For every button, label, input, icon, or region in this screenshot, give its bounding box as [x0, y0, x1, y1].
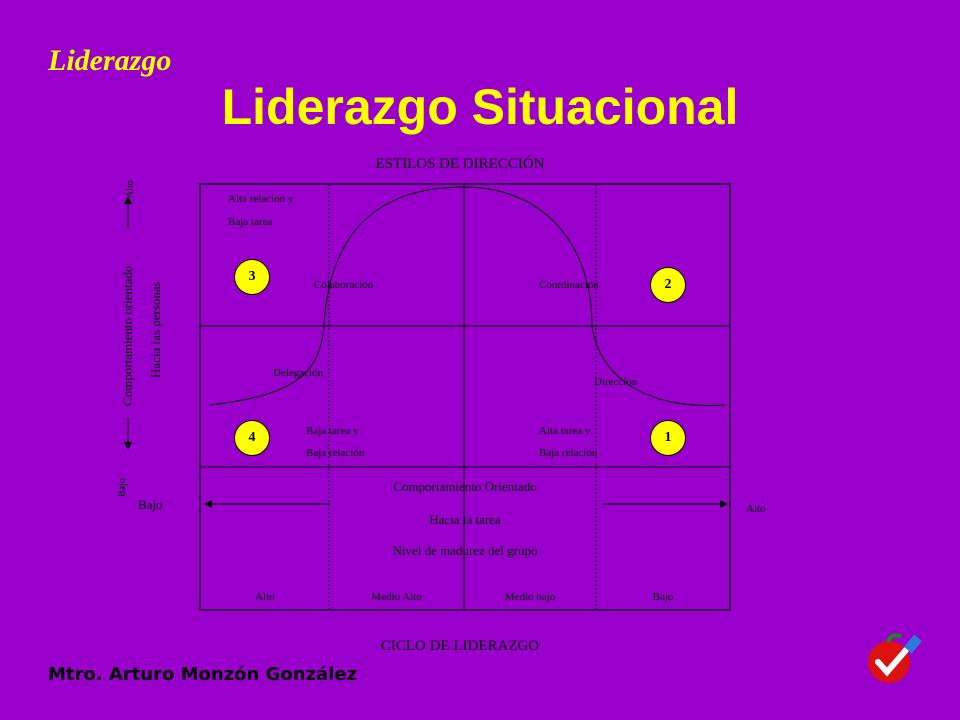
- left-axis-alto: Alto: [125, 180, 136, 198]
- badge-3: 3: [234, 259, 270, 295]
- maturity-level-4: Bajo: [652, 591, 674, 603]
- q1-label: Dirección: [594, 376, 638, 388]
- q2-label: Coordinación: [539, 279, 599, 291]
- q1-text-2: Baja relación: [539, 447, 598, 459]
- section-header: Liderazgo: [48, 44, 172, 77]
- q3-label: Colaboración: [314, 279, 374, 291]
- leadership-curve-left: [209, 325, 325, 406]
- q1-text-1: Alta tarea y: [539, 425, 591, 437]
- bottom-axis-line3: Nivel de madurez del grupo: [392, 543, 538, 558]
- bottom-axis-alto: Alto: [746, 503, 766, 515]
- badge-2: 2: [650, 267, 686, 303]
- maturity-level-2: Medio Alto: [371, 591, 422, 603]
- badge-4: 4: [234, 420, 270, 456]
- q3-text-2: Baja tarea: [228, 216, 273, 228]
- bottom-axis-line2: Hacia la tarea: [429, 512, 501, 527]
- q4-text-1: Baja tarea y: [306, 425, 359, 437]
- leadership-curve-right: [591, 325, 726, 407]
- q4-text-2: Baja relación: [306, 447, 365, 459]
- grid-border: [199, 183, 731, 611]
- bottom-axis-line1: Comportamiento Orientado: [393, 479, 537, 494]
- badge-1: 1: [650, 420, 686, 456]
- left-axis-bajo: Bajo: [117, 478, 128, 497]
- ciclo-label: CICLO DE LIDERAZGO: [380, 638, 540, 654]
- bottom-axis-bajo: Bajo: [138, 497, 163, 512]
- leadership-curve-top: [323, 186, 593, 327]
- maturity-level-1: Alto: [255, 591, 275, 603]
- left-axis-line2: Hacia las personas: [148, 281, 163, 378]
- apple-check-logo: [868, 633, 922, 683]
- author-name: Mtro. Arturo Monzón González: [48, 664, 358, 685]
- page-title: Liderazgo Situacional: [221, 79, 739, 135]
- q4-label: Delegación: [273, 367, 324, 379]
- left-axis-line1: Comportamiento orientado: [120, 265, 135, 406]
- estilos-label: ESTILOS DE DIRECCIÓN: [375, 156, 545, 172]
- q3-text-1: Alta relación y: [228, 193, 294, 205]
- maturity-level-3: Medio bajo: [504, 591, 556, 603]
